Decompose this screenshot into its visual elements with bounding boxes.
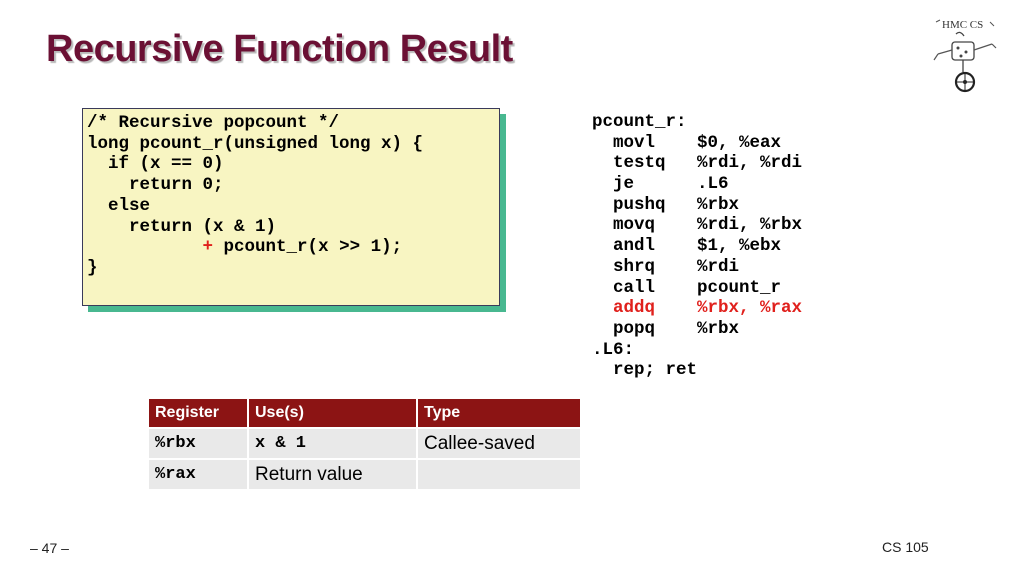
asm-operands: %rbx (697, 194, 740, 215)
asm-indent (592, 195, 613, 215)
code-line: return 0; (87, 175, 224, 196)
asm-operands: %rdi, %rdi (697, 153, 803, 174)
table-row: %rax Return value (149, 460, 580, 489)
asm-indent (592, 360, 613, 380)
asm-indent (592, 319, 613, 339)
assembly-listing: pcount_r: movl $0, %eax testq %rdi, %rdi j… (592, 112, 802, 381)
asm-instruction: movl $0, %eax (592, 133, 802, 154)
asm-opcode: shrq (613, 256, 656, 277)
code-line: if (x == 0) (87, 154, 224, 175)
code-line-plus: + pcount_r(x >> 1); (87, 237, 423, 258)
asm-instruction-highlight: addq %rbx, %rax (592, 298, 802, 319)
header-register: Register (149, 399, 247, 427)
asm-operands: %rbx, %rax (697, 298, 803, 319)
c-code-block: /* Recursive popcount */long pcount_r(un… (87, 113, 423, 279)
asm-indent (592, 236, 613, 256)
code-indent (87, 237, 203, 257)
asm-indent (592, 174, 613, 194)
asm-instruction: movq %rdi, %rbx (592, 215, 802, 236)
asm-opcode: andl (613, 236, 656, 257)
asm-instruction: je .L6 (592, 174, 802, 195)
asm-opcode: movq (613, 215, 656, 236)
code-line: /* Recursive popcount */ (87, 113, 340, 133)
header-uses: Use(s) (249, 399, 416, 427)
asm-instruction: pushq %rbx (592, 195, 802, 216)
asm-opcode: pushq (613, 194, 666, 215)
hmc-cs-logo-icon: HMC CS (933, 19, 997, 93)
code-line: else (87, 195, 151, 216)
cell-use: x & 1 (249, 429, 416, 458)
asm-opcode: popq (613, 318, 656, 339)
asm-operands: .L6 (697, 174, 729, 195)
asm-operands: pcount_r (697, 277, 782, 298)
asm-label-end: .L6: (592, 339, 635, 360)
logo-text: HMC CS (942, 19, 983, 31)
asm-instruction: andl $1, %ebx (592, 236, 802, 257)
asm-instruction: rep; ret (592, 360, 802, 381)
cell-type (418, 460, 580, 489)
page-number: – 47 – (30, 540, 69, 556)
asm-operands: %rdi (697, 256, 740, 277)
code-line: return (x & 1) (87, 216, 277, 237)
table-header-row: Register Use(s) Type (149, 399, 580, 427)
asm-label-start: pcount_r: (592, 112, 687, 132)
asm-indent (592, 257, 613, 277)
asm-opcode: testq (613, 153, 666, 174)
header-type: Type (418, 399, 580, 427)
asm-instruction: shrq %rdi (592, 257, 802, 278)
plus-operator-highlight: + (202, 237, 214, 258)
slide-title: Recursive Function Result (46, 28, 513, 70)
asm-operands: %rdi, %rbx (697, 215, 803, 236)
asm-final: rep; ret (613, 360, 698, 381)
cell-register: %rax (149, 460, 247, 489)
cell-register: %rbx (149, 429, 247, 458)
asm-indent (592, 133, 613, 153)
register-table: Register Use(s) Type %rbx x & 1 Callee-s… (147, 397, 582, 491)
asm-opcode: je (613, 174, 635, 195)
asm-operands: $1, %ebx (697, 236, 782, 257)
code-line-rest: pcount_r(x >> 1); (213, 237, 403, 258)
asm-operands: $0, %eax (697, 132, 782, 153)
asm-instruction: testq %rdi, %rdi (592, 153, 802, 174)
asm-indent (592, 278, 613, 298)
asm-opcode: addq (613, 298, 656, 319)
asm-instruction: popq %rbx (592, 319, 802, 340)
asm-indent (592, 153, 613, 173)
course-label: CS 105 (882, 539, 929, 555)
asm-instruction: call pcount_r (592, 278, 802, 299)
asm-opcode: call (613, 277, 656, 298)
table-row: %rbx x & 1 Callee-saved (149, 429, 580, 458)
cell-type: Callee-saved (418, 429, 580, 458)
cell-use: Return value (249, 460, 416, 489)
code-line: } (87, 257, 98, 278)
code-line: long pcount_r(unsigned long x) { (87, 133, 424, 154)
c-code-box: /* Recursive popcount */long pcount_r(un… (82, 108, 500, 306)
asm-opcode: movl (613, 132, 656, 153)
asm-indent (592, 215, 613, 235)
asm-indent (592, 298, 613, 318)
asm-operands: %rbx (697, 318, 740, 339)
